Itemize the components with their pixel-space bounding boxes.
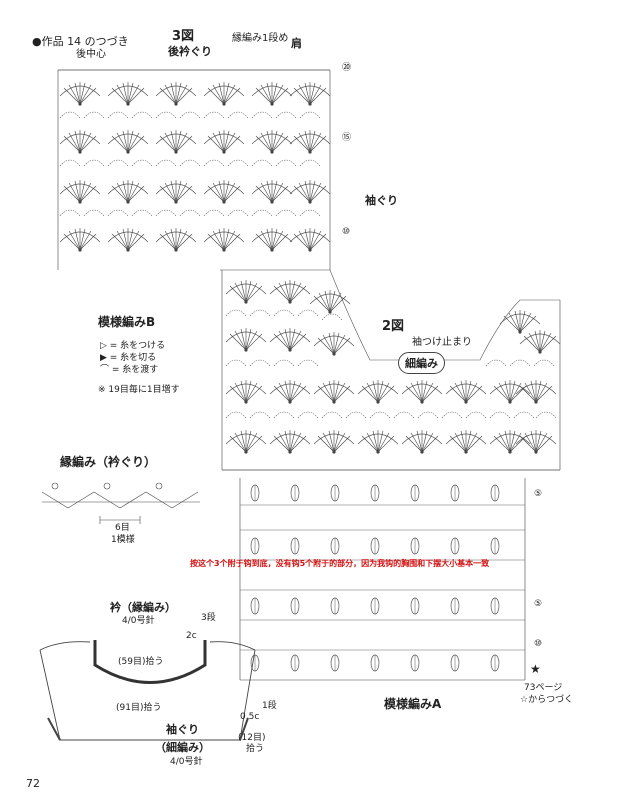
continued-from: ☆からつづく xyxy=(520,695,574,705)
collar-needle: 4/0号針 xyxy=(122,616,155,626)
figure2-title: 2図 xyxy=(382,319,405,334)
page-number: 72 xyxy=(26,777,40,790)
armhole-edge-subtitle: （細編み） xyxy=(155,741,210,754)
edge-row-note: 縁編み1段め xyxy=(232,33,289,44)
pattern-b-title: 模様編みB xyxy=(98,315,156,329)
sleeve-stop-label: 袖つけ止まり xyxy=(412,337,472,348)
edge-collar-title: 縁編み（衿ぐり） xyxy=(60,455,157,469)
shoulder-label: 肩 xyxy=(291,37,302,50)
work-title: ●作品 14 のつづき xyxy=(32,35,129,48)
collar-rows: 3段 xyxy=(201,613,216,623)
collar-lower-stitches: (91目)拾う xyxy=(116,703,162,713)
figure2-chart xyxy=(221,269,561,471)
back-center-label: 後中心 xyxy=(76,49,106,60)
row-marker: ⑤ xyxy=(534,489,543,499)
collar-height: 2c xyxy=(186,631,197,641)
increase-note: ※ 19目毎に1目増す xyxy=(98,385,180,395)
row-marker: ⑮ xyxy=(342,133,352,143)
svg-text:★: ★ xyxy=(530,662,541,676)
legend-carry-yarn: ⌒ = 糸を渡す xyxy=(100,365,159,375)
legend-cut-yarn: ▶ = 糸を切る xyxy=(100,353,157,363)
sleeve-height: 0.5c xyxy=(240,712,260,722)
figure3-subtitle: 後衿ぐり xyxy=(168,45,212,58)
garment-schematic xyxy=(39,640,256,741)
armhole-edge-needle: 4/0号針 xyxy=(170,757,203,767)
row-marker: ⑩ xyxy=(342,227,351,237)
repeat-count: 6目 xyxy=(115,523,130,533)
sleeve-stitches: (12目) xyxy=(238,733,266,743)
collar-title: 衿（縁編み） xyxy=(110,601,176,614)
row-marker: ⑩ xyxy=(534,639,543,649)
narrow-edge-badge: 細編み xyxy=(398,352,445,374)
row-marker: ⑤ xyxy=(534,599,543,609)
sleeve-rows: 1段 xyxy=(262,701,277,711)
repeat-unit: 1模様 xyxy=(111,535,135,545)
figure3-chart xyxy=(57,69,331,271)
overlay-annotation: 按这个3个附于钩到底，没有钩5个附于的部分，因为我钩的胸围和下摆大小基本一致 xyxy=(190,559,490,568)
edge-collar-chart xyxy=(41,482,200,524)
armhole-edge-title: 袖ぐり xyxy=(166,723,199,736)
armhole-label: 袖ぐり xyxy=(365,194,398,207)
continued-page: 73ページ xyxy=(524,683,563,693)
pattern-a-chart: ★ xyxy=(239,478,541,681)
pattern-a-title: 模様編みA xyxy=(384,697,442,711)
legend-attach-yarn: ▷ = 糸をつける xyxy=(100,341,166,351)
figure3-title: 3図 xyxy=(172,29,195,44)
collar-front-stitches: (59目)拾う xyxy=(118,657,164,667)
sleeve-pick: 拾う xyxy=(246,744,265,754)
row-marker: ⑳ xyxy=(342,63,352,73)
